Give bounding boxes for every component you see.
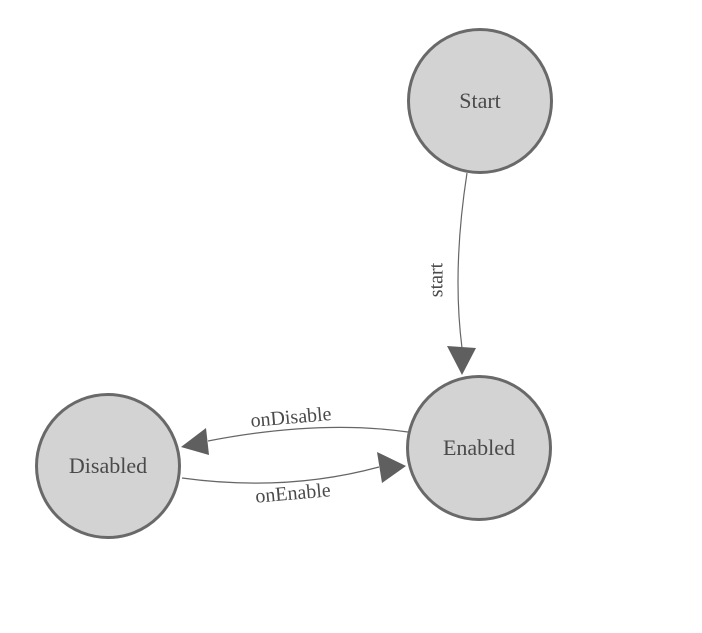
state-node-start-label: Start: [459, 88, 501, 113]
arrowhead-disabled-to-enabled: [377, 452, 406, 483]
edge-disabled-to-enabled: [181, 466, 380, 484]
state-node-disabled-label: Disabled: [68, 453, 148, 478]
edge-enabled-to-disabled: [207, 426, 409, 442]
state-node-enabled-label: Enabled: [442, 435, 516, 460]
edge-label-start: start: [425, 262, 448, 298]
state-node-enabled: Enabled: [406, 375, 552, 521]
state-node-start: Start: [407, 28, 553, 174]
arrowhead-enabled-to-disabled: [181, 428, 209, 455]
state-node-disabled: Disabled: [35, 393, 181, 539]
arrowhead-start-to-enabled: [447, 346, 476, 375]
edge-start-to-enabled: [457, 172, 468, 349]
